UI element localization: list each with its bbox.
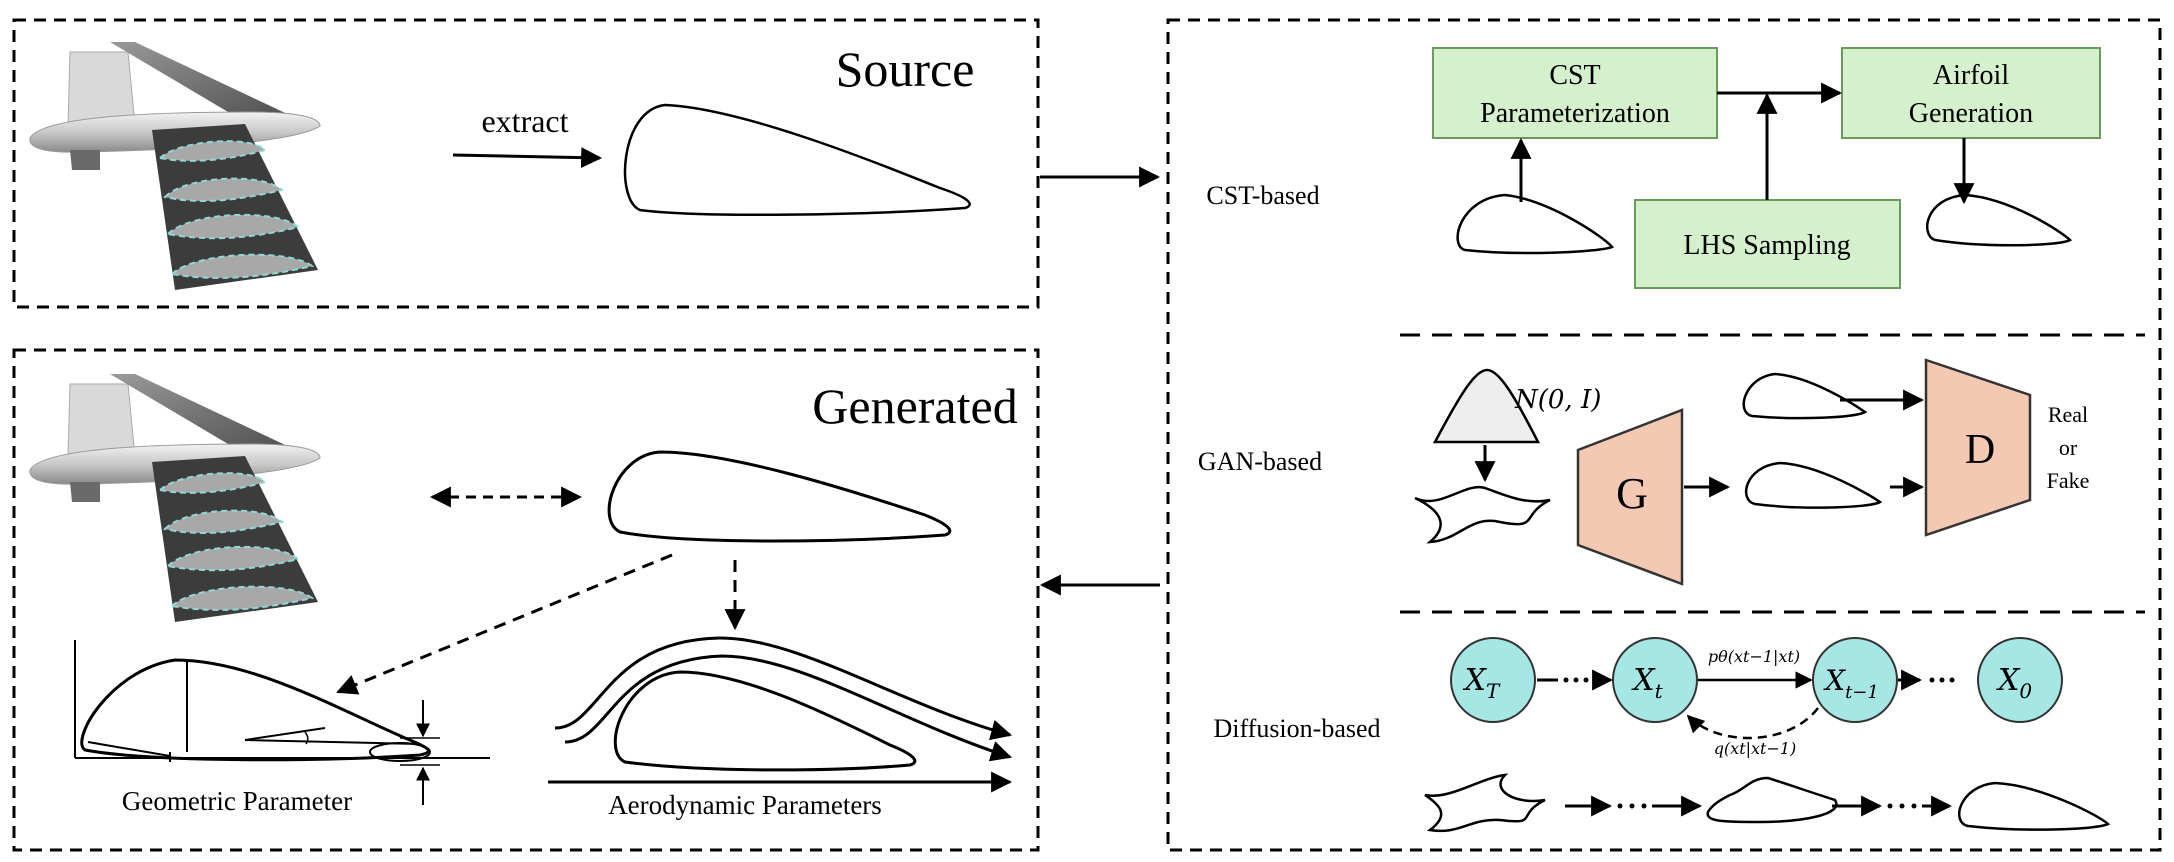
svg-text:Xt−1: Xt−1 [1823, 664, 1879, 703]
gan-label: GAN-based [1198, 447, 1322, 476]
diffusion-chain-arrows [1537, 669, 1955, 740]
svg-text:G: G [1616, 469, 1648, 518]
source-airfoil [623, 103, 971, 217]
to-geometric-arrow [336, 553, 673, 695]
generated-aircraft-image [28, 373, 322, 623]
svg-text:Parameterization: Parameterization [1480, 98, 1670, 129]
svg-text:LHS Sampling: LHS Sampling [1683, 230, 1850, 261]
gan-noise-shape [1414, 485, 1551, 544]
aerodynamic-parameter-label: Aerodynamic Parameters [608, 790, 882, 820]
airfoil-generation-box: Airfoil Generation [1841, 47, 2101, 139]
node-x-0: X0 [1977, 637, 2063, 723]
cst-label: CST-based [1206, 181, 1319, 210]
aerodynamic-parameter-figure [548, 636, 1013, 793]
generated-airfoil-gan [1745, 461, 1883, 509]
node-x-T: XT [1450, 637, 1536, 723]
noise-label: N(0, I) [1514, 385, 1601, 415]
cst-output-airfoil [1926, 193, 2073, 247]
extract-arrow [452, 147, 603, 169]
diffusion-label: Diffusion-based [1213, 714, 1380, 743]
cst-parameterization-box: CST Parameterization [1432, 47, 1718, 139]
verdict-or: or [2059, 435, 2078, 460]
svg-text:Generation: Generation [1909, 98, 2033, 129]
discriminator-block: D [1924, 358, 2032, 537]
svg-text:Xt: Xt [1631, 663, 1663, 703]
verdict-real: Real [2048, 402, 2088, 427]
source-aircraft-image [28, 41, 322, 291]
node-x-t: Xt [1612, 637, 1698, 723]
forward-process-label: q(xt|xt−1) [1714, 739, 1797, 758]
extract-label: extract [481, 103, 568, 139]
cst-input-airfoil [1456, 193, 1614, 255]
svg-text:D: D [1965, 427, 1995, 473]
geometric-parameter-figure [74, 640, 490, 805]
svg-text:XT: XT [1463, 663, 1501, 703]
svg-text:X0: X0 [1996, 663, 2032, 703]
methods-panel [1166, 18, 2162, 852]
source-panel [12, 18, 1040, 309]
verdict-fake: Fake [2047, 468, 2090, 493]
node-x-t-minus-1: Xt−1 [1812, 637, 1898, 723]
geometric-parameter-label: Geometric Parameter [122, 786, 352, 816]
source-title: Source [836, 41, 975, 97]
svg-text:CST: CST [1549, 60, 1600, 91]
generated-airfoil [607, 450, 952, 543]
diffusion-shape-sequence [1424, 773, 2111, 833]
lhs-sampling-box: LHS Sampling [1634, 199, 1901, 289]
gaussian-curve [1432, 368, 1541, 444]
real-airfoil-gan [1742, 372, 1868, 420]
generator-block: G [1576, 408, 1684, 586]
generated-panel [12, 348, 1040, 852]
reverse-process-label: pθ(xt−1|xt) [1708, 647, 1800, 666]
svg-text:Airfoil: Airfoil [1933, 60, 2009, 91]
generated-title: Generated [812, 378, 1017, 434]
